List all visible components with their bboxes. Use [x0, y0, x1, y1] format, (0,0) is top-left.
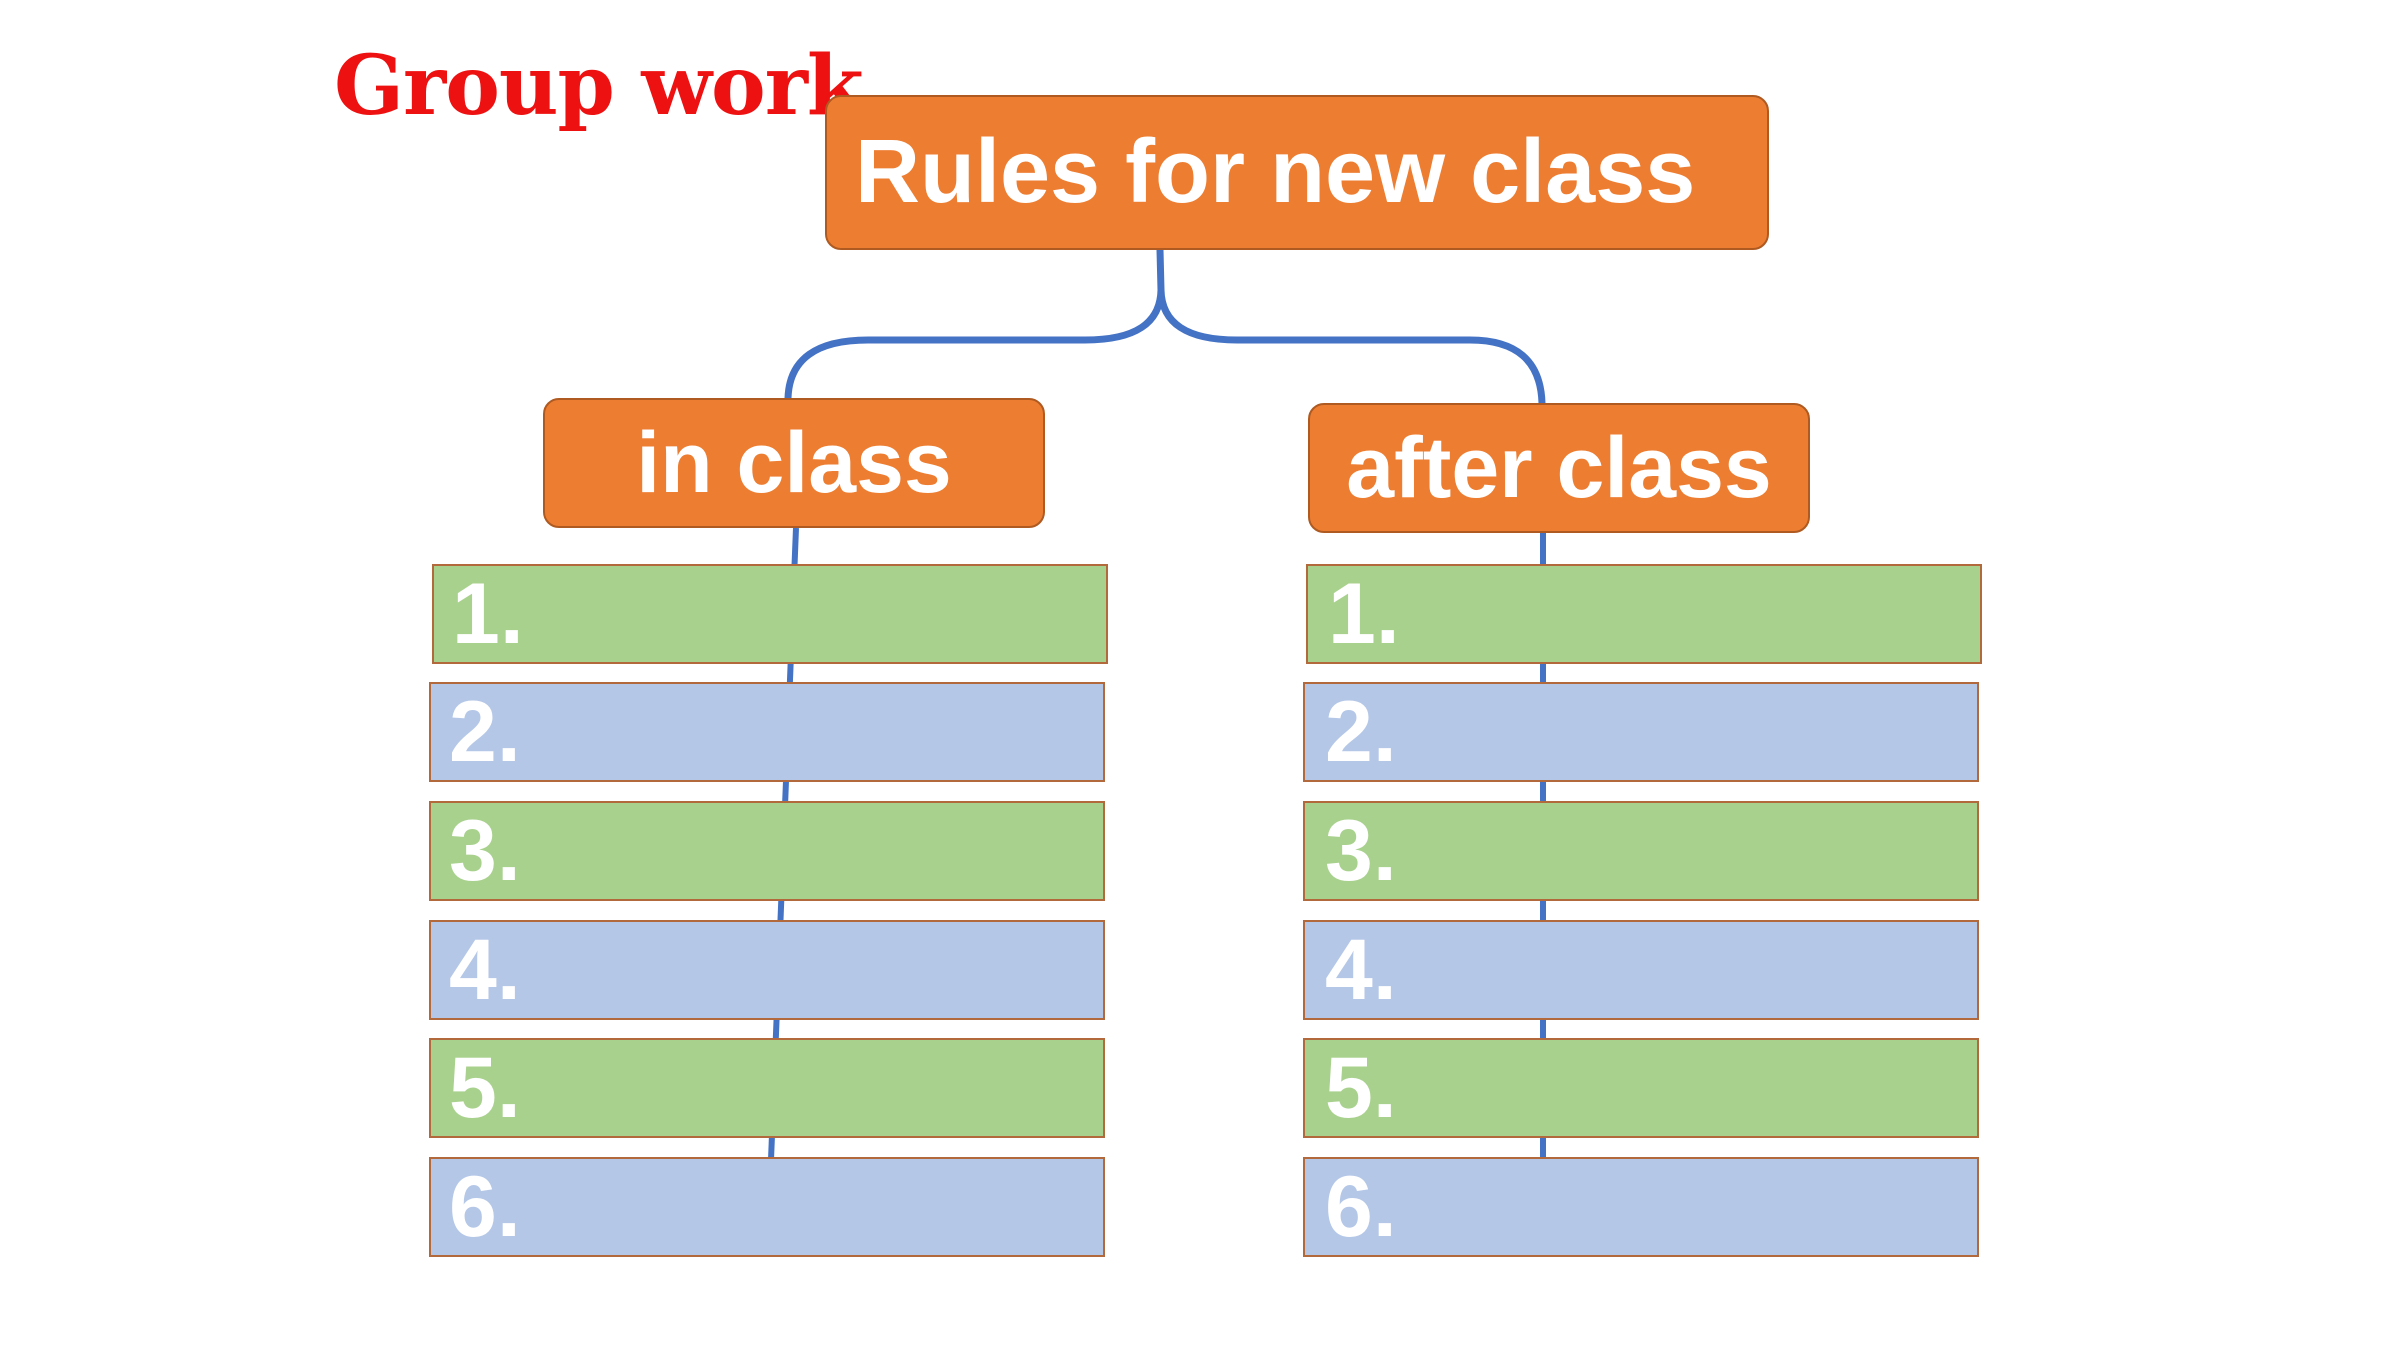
branch-node-label: in class	[636, 414, 952, 511]
in-class-item-5: 5.	[429, 1038, 1105, 1138]
item-number: 6.	[1325, 1158, 1397, 1255]
brace-connector-right	[1157, 286, 1546, 407]
item-number: 1.	[452, 565, 524, 662]
after-class-item-2: 2.	[1303, 682, 1979, 782]
item-number: 4.	[1325, 921, 1397, 1018]
item-number: 1.	[1328, 565, 1400, 662]
after-class-item-3: 3.	[1303, 801, 1979, 901]
root-node: Rules for new class	[825, 95, 1769, 250]
in-class-item-4: 4.	[429, 920, 1105, 1020]
branch-node-after-class: after class	[1308, 403, 1810, 533]
in-class-item-6: 6.	[429, 1157, 1105, 1257]
item-number: 3.	[449, 802, 521, 899]
in-class-item-3: 3.	[429, 801, 1105, 901]
item-number: 5.	[1325, 1039, 1397, 1136]
after-class-item-1: 1.	[1306, 564, 1982, 664]
item-number: 6.	[449, 1158, 521, 1255]
brace-connector	[784, 246, 1165, 402]
item-number: 4.	[449, 921, 521, 1018]
item-number: 5.	[449, 1039, 521, 1136]
item-number: 2.	[449, 683, 521, 780]
in-class-item-1: 1.	[432, 564, 1108, 664]
item-number: 3.	[1325, 802, 1397, 899]
after-class-item-4: 4.	[1303, 920, 1979, 1020]
branch-node-in-class: in class	[543, 398, 1045, 528]
group-work-heading: Group work	[334, 38, 864, 134]
item-number: 2.	[1325, 683, 1397, 780]
in-class-item-2: 2.	[429, 682, 1105, 782]
after-class-item-5: 5.	[1303, 1038, 1979, 1138]
root-node-label: Rules for new class	[855, 122, 1696, 222]
branch-node-label: after class	[1346, 419, 1772, 516]
after-class-item-6: 6.	[1303, 1157, 1979, 1257]
